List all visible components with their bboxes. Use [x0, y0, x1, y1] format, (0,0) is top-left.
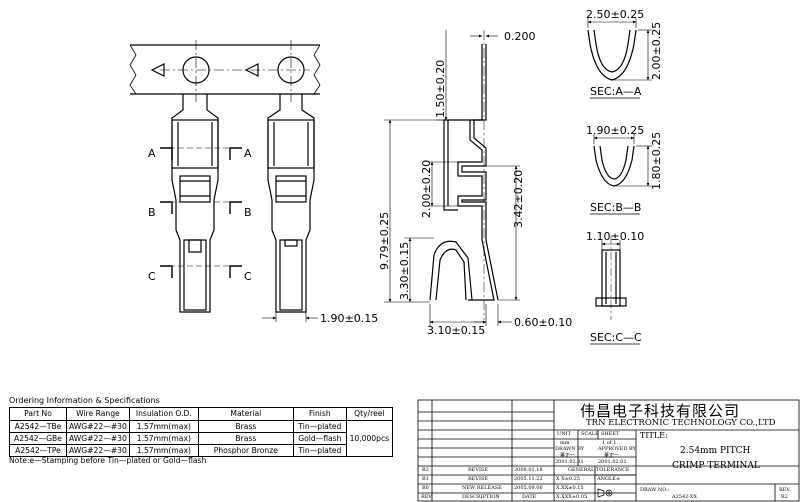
bottom-width-dimension: 3.10±0.15: [427, 324, 485, 337]
ordering-section: Ordering Information & Specifications Pa…: [9, 396, 409, 466]
qty-cell: 10,000pcs: [345, 420, 393, 457]
section-b-height: 1.80±0.25: [650, 132, 663, 190]
rev-row-3-date: 2005.09.06: [514, 485, 543, 491]
company-name-en: TRN ELECTRONIC TECHNOLOGY CO.,LTD: [586, 418, 776, 428]
title-label: TITLE:: [640, 431, 668, 440]
part-no-cell: A2542—GBe: [9, 432, 67, 445]
col-header-insulation: Insulation O.D.: [128, 407, 199, 421]
section-a-width: 2.50±0.25: [586, 8, 644, 21]
rev-row-2-rev: B1: [422, 476, 429, 482]
finish-cell: Tin—plated: [292, 420, 347, 433]
rev-row-2-desc: REVISE: [468, 476, 489, 482]
section-b-label-left: B: [148, 206, 156, 219]
approved-by-label: APPROVED BY: [598, 446, 636, 452]
rev-header-rev: REV.: [421, 494, 433, 500]
top-height-dimension: 1.50±0.20: [434, 60, 447, 118]
table-row: A2542—TPe AWG#22—#30 1.57mm(max) Phospho…: [9, 444, 393, 457]
table-row: A2542—TBe AWG#22—#30 1.57mm(max) Brass T…: [9, 420, 393, 457]
rev-header-desc: DESCRIPTION: [462, 494, 500, 500]
col-header-part-no: Part No: [9, 407, 67, 421]
col-header-finish: Finish: [292, 407, 347, 421]
title-line-2: CRIMP TERMINAL: [672, 461, 760, 471]
tolerance-label: GENERAL TOLERANCE: [568, 467, 630, 473]
rev-value: B2: [781, 494, 788, 500]
section-b-label-right: B: [244, 206, 252, 219]
section-c-caption: SEC:C—C: [590, 331, 642, 344]
col-header-qty: Qty/reel: [345, 407, 393, 421]
section-c-width: 1.10±0.10: [586, 230, 644, 243]
side-view: [384, 30, 520, 326]
tolerance-1: X X±0.25: [556, 476, 581, 482]
rev-row-2-date: 2005.11.22: [514, 476, 543, 482]
col-header-material: Material: [197, 407, 294, 421]
rev-row-3-rev: B0: [422, 485, 429, 491]
material-cell: Brass: [197, 420, 294, 433]
front-views: [129, 40, 321, 322]
offset-dimension: 0.60±0.10: [514, 316, 572, 329]
company-name-cn: 伟昌电子科技有限公司: [580, 402, 741, 420]
drawn-by-label: DRAWN BY: [555, 446, 585, 452]
right-height-dimension: 3.42±0.20: [512, 170, 525, 228]
wire-range-cell: AWG#22—#30: [66, 432, 130, 445]
drawing-no: A2542-XX: [672, 494, 697, 500]
projection-symbol-icon: [597, 488, 613, 498]
rev-header-date: DATE: [522, 494, 537, 500]
section-c-label-left: C: [148, 270, 156, 283]
material-cell: Phosphor Bronze: [197, 444, 294, 457]
unit-label: UNIT: [557, 431, 571, 437]
rev-label: REV.: [779, 487, 791, 493]
width-dimension: 1.90±0.15: [320, 312, 378, 325]
col-header-wire-range: Wire Range: [66, 407, 130, 421]
angle-label: ANGLE±: [597, 476, 621, 482]
total-length-dimension: 9.79±0.25: [378, 212, 391, 270]
section-a-label-left: A: [148, 147, 156, 160]
insulation-cell: 1.57mm(max): [128, 444, 199, 457]
title-block: 伟昌电子科技有限公司 TRN ELECTRONIC TECHNOLOGY CO.…: [418, 400, 799, 501]
wire-range-cell: AWG#22—#30: [66, 420, 130, 433]
section-a-label-right: A: [244, 147, 252, 160]
rev-row-3-desc: NEW RELEASE: [462, 485, 502, 491]
part-no-cell: A2542—TPe: [9, 444, 67, 457]
rev-row-1-date: 2008.01.18: [514, 467, 543, 473]
insulation-cell: 1.57mm(max): [128, 420, 199, 433]
finish-cell: Tin—plated: [292, 444, 347, 457]
scale-label: SCALE: [581, 431, 599, 437]
ordering-note: Note:e—Stamping before Tin—plated or Gol…: [9, 456, 207, 465]
section-a-caption: SEC:A—A: [590, 85, 642, 98]
wire-range-cell: AWG#22—#30: [66, 444, 130, 457]
sections: [587, 18, 652, 345]
material-cell: Brass: [197, 432, 294, 445]
section-c-label-right: C: [244, 270, 252, 283]
ordering-table: Part No Wire Range Insulation O.D. Mater…: [9, 407, 393, 457]
part-no-cell: A2542—TBe: [9, 420, 67, 433]
thickness-dimension: 0.200: [504, 30, 536, 43]
bottom-height-dimension: 3.30±0.15: [398, 242, 411, 300]
drawing-no-label: DRAW NO.:: [640, 487, 670, 493]
unit-value: mm: [560, 440, 570, 446]
title-line-1: 2.54mm PITCH: [680, 446, 751, 456]
drawn-name: 董正一: [560, 453, 576, 459]
section-a-height: 2.00±0.25: [650, 22, 663, 80]
approved-name: 董正一: [604, 453, 620, 459]
rev-row-1-rev: B2: [422, 467, 429, 473]
sheet-value: 1 of 1: [602, 440, 617, 446]
tolerance-2: X.XX±0.15: [556, 485, 584, 491]
insulation-cell: 1.57mm(max): [128, 432, 199, 445]
title-block-grid: [417, 399, 800, 502]
ordering-caption: Ordering Information & Specifications: [9, 396, 160, 405]
ordering-header-row: Part No Wire Range Insulation O.D. Mater…: [9, 407, 393, 421]
section-b-caption: SEC:B—B: [590, 201, 641, 214]
mid-height-dimension: 2.00±0.20: [420, 160, 433, 218]
approved-date: 2001.02.01: [598, 459, 627, 465]
table-row: A2542—GBe AWG#22—#30 1.57mm(max) Brass G…: [9, 432, 393, 445]
finish-cell: Gold—flash: [292, 432, 347, 445]
tolerance-3: X.XXX±0.05: [556, 494, 588, 500]
drawn-date: 2001.02.01: [555, 459, 584, 465]
sheet-label: SHEET: [601, 431, 620, 437]
section-b-width: 1.90±0.25: [586, 124, 644, 137]
rev-row-1-desc: REVISE: [468, 467, 489, 473]
